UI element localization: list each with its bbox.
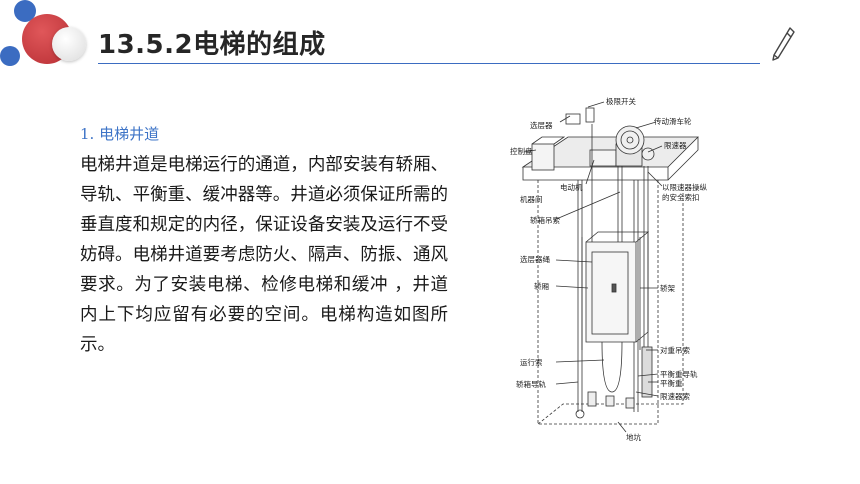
label-car-frame: 轿架 (660, 283, 675, 293)
label-governor-safety-1: 以限速器操纵 (662, 182, 707, 192)
label-counterweight: 平衡重 (660, 378, 683, 388)
label-governor-safety-2: 的安全索扣 (662, 192, 700, 202)
label-selector-rope: 选层器绳 (520, 254, 550, 264)
label-speed-governor-top: 限速器 (664, 141, 687, 150)
label-floor-selector: 选层器 (530, 120, 553, 130)
label-limit-switch: 极限开关 (606, 96, 636, 106)
title-underline (98, 63, 760, 64)
decor-circle-blue (0, 46, 20, 66)
pen-icon (772, 27, 795, 61)
label-traveling-cable: 运行索 (520, 357, 543, 367)
label-pit: 地坑 (626, 432, 641, 442)
label-traction-sheave: 传动滑车轮 (654, 116, 692, 126)
page-title: 13.5.2电梯的组成 (98, 30, 326, 60)
label-counterweight-rail: 平衡重导轨 (660, 369, 698, 379)
label-counterweight-rope: 对重吊索 (660, 345, 690, 355)
label-motor: 电动机 (560, 182, 583, 192)
elevator-diagram: 极限开关 选层器 传动滑车轮 控制盘 限速器 电动机 机器间 以限速器操纵 的安… (510, 96, 707, 442)
section-heading: 1. 电梯井道 (80, 125, 160, 143)
decor-circle-small-blue (14, 0, 36, 22)
label-control-panel: 控制盘 (510, 146, 533, 156)
decor-circle-white (52, 27, 86, 61)
label-car-rail: 轿箱导轨 (516, 379, 546, 389)
label-speed-governor-bottom: 限速器索 (660, 391, 690, 401)
label-car: 轿厢 (534, 281, 549, 291)
label-machine-room: 机器间 (520, 194, 543, 204)
label-car-rope: 轿箱吊索 (530, 215, 560, 225)
body-paragraph: 电梯井道是电梯运行的通道，内部安装有轿厢、导轨、平衡重、缓冲器等。井道必须保证所… (80, 155, 448, 355)
